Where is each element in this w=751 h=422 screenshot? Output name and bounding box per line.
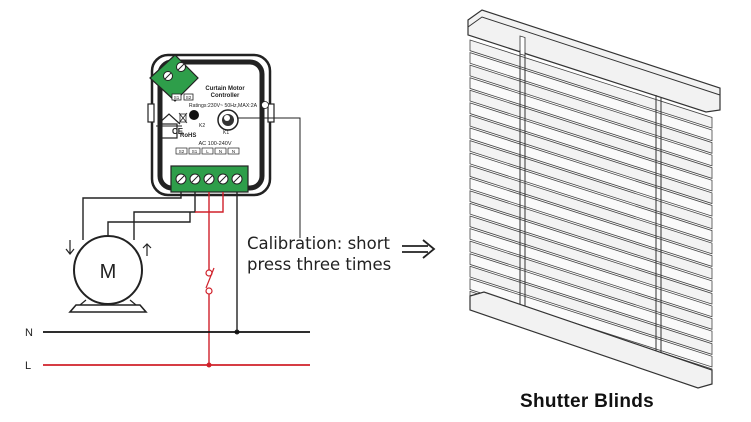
blind-slat <box>469 152 713 242</box>
blind-slat <box>469 190 713 280</box>
blind-slat <box>469 265 713 355</box>
callout-line2: press three times <box>247 255 392 274</box>
wires <box>82 117 301 365</box>
controller-title-line2: Controller <box>211 93 240 99</box>
terminal-label-l: L <box>206 149 209 154</box>
motor-label: M <box>100 261 117 283</box>
terminal-label-n2: N <box>232 149 235 154</box>
rohs-mark: RoHS <box>180 133 196 139</box>
blind-slat <box>469 64 713 154</box>
terminal-label-s2: S2 <box>179 149 185 154</box>
blind-slat <box>469 52 713 142</box>
blind-slat <box>469 77 713 167</box>
weee-bin-icon <box>178 112 188 124</box>
controller-title-line1: Curtain Motor <box>205 86 245 92</box>
bottom-terminal-block <box>170 165 249 193</box>
callout-line1: Calibration: short <box>247 234 390 253</box>
blind-slat <box>469 253 713 343</box>
blinds-caption: Shutter Blinds <box>520 391 655 412</box>
right-arrow-icon <box>402 239 436 259</box>
blind-slat <box>469 114 713 205</box>
house-icon <box>156 113 182 139</box>
k1-label: K1 <box>223 130 229 136</box>
ratings-text: Ratings:230V~ 50Hz,MAX:2A <box>189 103 258 109</box>
power-lines: N L <box>25 327 310 372</box>
blind-slat <box>469 177 713 267</box>
calibration-callout: Calibration: short press three times <box>247 233 391 275</box>
terminal-label-n: N <box>219 149 222 154</box>
warning-icon <box>261 101 269 109</box>
terminal-label-s1: S1 <box>192 149 198 154</box>
blind-slat <box>469 102 713 192</box>
up-arrow-icon <box>142 243 152 256</box>
blind-slat <box>469 240 713 330</box>
ce-mark: CE <box>172 127 184 136</box>
blind-slat <box>469 228 713 318</box>
blind-slat <box>469 215 713 305</box>
k2-label: K2 <box>199 123 205 129</box>
down-arrow-icon <box>65 240 75 255</box>
blind-slat <box>469 140 713 230</box>
top-terminal-label-2: S2 <box>186 95 192 100</box>
blind-slat <box>469 39 713 129</box>
blind-slat <box>469 278 713 368</box>
switch <box>205 267 215 295</box>
blind-slat <box>469 127 713 217</box>
shutter-blinds <box>467 9 721 389</box>
n-line-label: N <box>25 327 33 339</box>
blind-slat <box>469 202 713 293</box>
ac-label: AC 100-240V <box>198 141 231 147</box>
top-terminal-label-1: S1 <box>174 95 180 100</box>
terminal-label-boxes: S2 S1 L N N <box>175 147 240 155</box>
blind-slat <box>469 89 713 179</box>
l-line-label: L <box>25 360 31 372</box>
controller-module: S1 S2 Curtain Motor Controller Ratings:2… <box>147 53 275 197</box>
blind-slat <box>469 165 713 255</box>
motor: M <box>65 235 152 313</box>
k2-button[interactable] <box>189 110 199 120</box>
top-terminal-block <box>149 54 199 102</box>
